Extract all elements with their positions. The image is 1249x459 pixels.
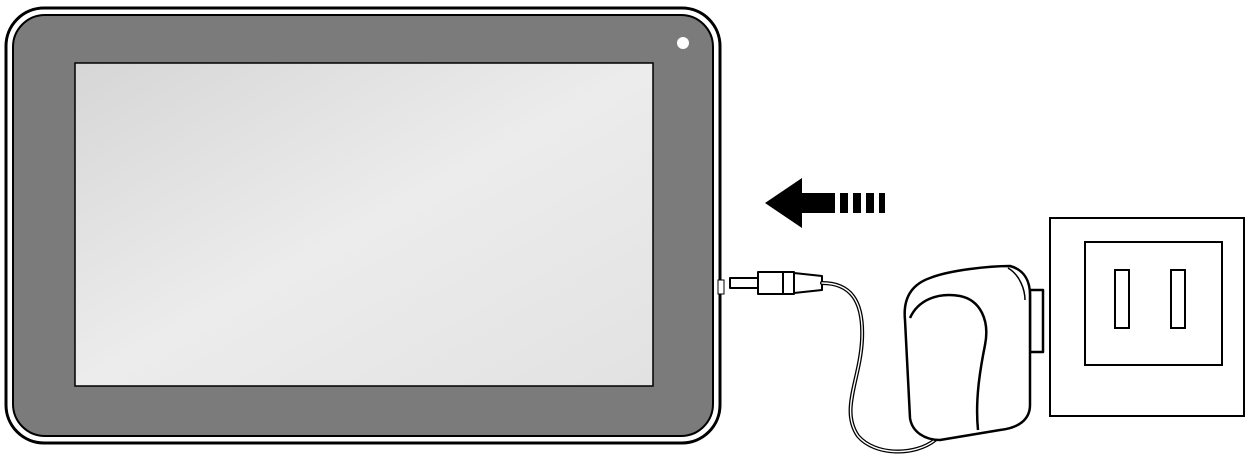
power-adapter-icon [903, 264, 1045, 442]
charging-port [717, 279, 725, 295]
wall-outlet-icon [1049, 217, 1245, 417]
tablet-screen [74, 62, 654, 387]
arrow-left-icon [765, 178, 885, 228]
tablet-icon [4, 6, 725, 445]
plug-icon [729, 271, 823, 295]
front-camera-icon [677, 37, 689, 49]
